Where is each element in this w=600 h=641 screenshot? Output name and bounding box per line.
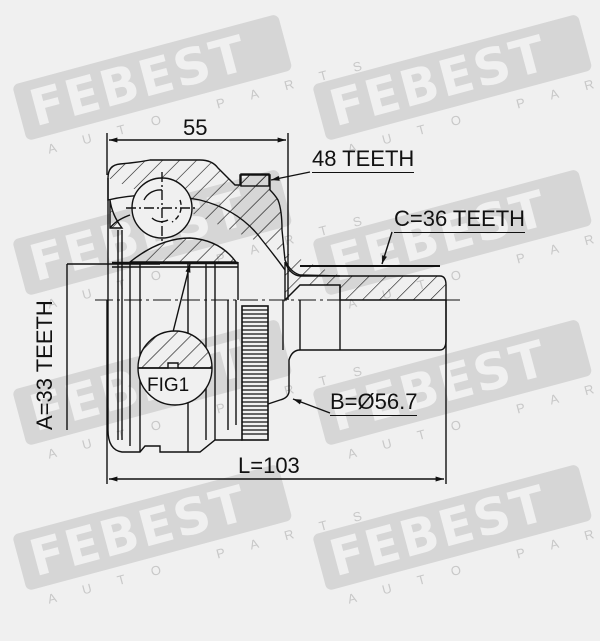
inner-teeth-label: A=33 TEETH bbox=[32, 300, 57, 430]
diameter-label: B=Ø56.7 bbox=[330, 389, 418, 416]
abs-tone-ring bbox=[241, 305, 269, 441]
stub-shaft-teeth-label: C=36 TEETH bbox=[394, 206, 526, 233]
fig1-detail bbox=[137, 330, 213, 406]
fig1-label: FIG1 bbox=[147, 375, 190, 396]
spline-teeth-label: 48 TEETH bbox=[312, 146, 415, 173]
length-label: L=103 bbox=[238, 453, 300, 478]
cv-joint-drawing bbox=[66, 133, 460, 484]
dimension-width-label: 55 bbox=[183, 115, 208, 140]
ball-bearing bbox=[126, 172, 198, 244]
inner-race-section bbox=[128, 237, 238, 263]
